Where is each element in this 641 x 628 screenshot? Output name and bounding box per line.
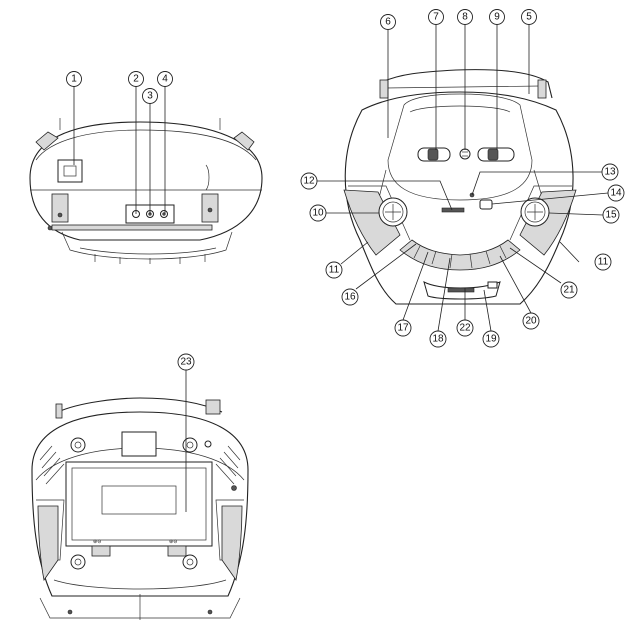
callout-11-right: 11 bbox=[594, 253, 612, 271]
callout-14: 14 bbox=[607, 184, 625, 202]
svg-text:23: 23 bbox=[180, 357, 192, 368]
latch-left bbox=[91, 545, 111, 557]
svg-text:15: 15 bbox=[605, 210, 617, 221]
callout-19: 19 bbox=[482, 330, 500, 348]
svg-text:6: 6 bbox=[385, 17, 391, 28]
svg-text:11: 11 bbox=[598, 257, 609, 268]
callout-5: 5 bbox=[521, 9, 537, 25]
label-plate bbox=[121, 431, 157, 457]
callout-10: 10 bbox=[309, 204, 327, 222]
front-view bbox=[310, 25, 609, 332]
svg-text:1: 1 bbox=[71, 74, 77, 85]
button-8 bbox=[459, 148, 471, 160]
battery-compartment bbox=[65, 461, 213, 547]
svg-text:21: 21 bbox=[563, 285, 575, 296]
svg-text:4: 4 bbox=[162, 74, 168, 85]
display-12 bbox=[441, 207, 465, 213]
callout-11-left: 11 bbox=[325, 261, 343, 279]
callout-18: 18 bbox=[429, 330, 447, 348]
svg-text:12: 12 bbox=[303, 176, 315, 187]
svg-text:7: 7 bbox=[433, 12, 439, 23]
svg-text:10: 10 bbox=[312, 208, 324, 219]
latch-right bbox=[167, 545, 187, 557]
svg-text:2: 2 bbox=[133, 74, 139, 85]
callout-9: 9 bbox=[489, 9, 505, 25]
callout-16: 16 bbox=[341, 288, 359, 306]
callout-20: 20 bbox=[522, 312, 540, 330]
svg-text:18: 18 bbox=[432, 334, 444, 345]
callout-21: 21 bbox=[560, 281, 578, 299]
left-hinge bbox=[51, 193, 69, 223]
svg-text:14: 14 bbox=[610, 188, 622, 199]
svg-text:19: 19 bbox=[485, 334, 497, 345]
svg-text:9: 9 bbox=[494, 12, 500, 23]
callout-6: 6 bbox=[380, 14, 396, 30]
callout-8: 8 bbox=[457, 9, 473, 25]
sensor-14 bbox=[479, 199, 493, 210]
svg-text:20: 20 bbox=[525, 316, 537, 327]
polarity-marking-right: ⊕⊖ bbox=[169, 539, 177, 545]
callout-17: 17 bbox=[394, 319, 412, 337]
svg-text:3: 3 bbox=[147, 91, 153, 102]
svg-text:13: 13 bbox=[604, 167, 616, 178]
callout-7: 7 bbox=[428, 9, 444, 25]
callout-23: 23 bbox=[177, 353, 195, 371]
svg-text:11: 11 bbox=[329, 265, 340, 276]
callout-15: 15 bbox=[602, 206, 620, 224]
power-socket bbox=[57, 159, 83, 183]
callout-1: 1 bbox=[66, 71, 82, 87]
callout-4: 4 bbox=[157, 71, 173, 87]
svg-text:22: 22 bbox=[459, 323, 471, 334]
callout-13: 13 bbox=[601, 163, 619, 181]
polarity-marking-left: ⊕⊖ bbox=[93, 539, 101, 545]
top-view bbox=[29, 86, 263, 264]
callout-2: 2 bbox=[128, 71, 144, 87]
callout-22: 22 bbox=[456, 319, 474, 337]
svg-text:16: 16 bbox=[344, 292, 356, 303]
back-view: ⊕⊖ ⊕⊖ bbox=[31, 370, 249, 620]
svg-text:8: 8 bbox=[462, 12, 468, 23]
svg-text:5: 5 bbox=[526, 12, 532, 23]
callout-3: 3 bbox=[142, 88, 158, 104]
svg-text:17: 17 bbox=[397, 323, 409, 334]
callout-12: 12 bbox=[300, 172, 318, 190]
